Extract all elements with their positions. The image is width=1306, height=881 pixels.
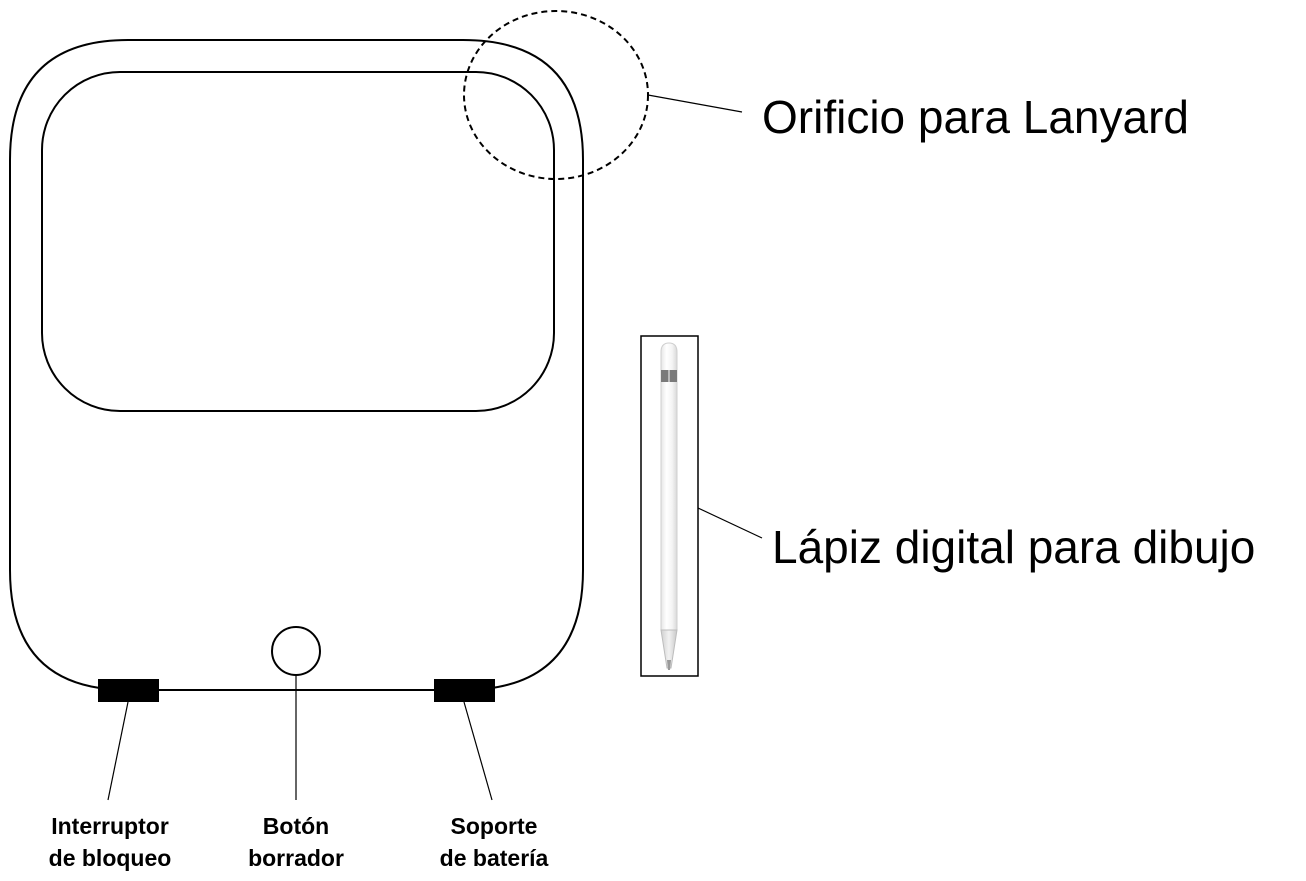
battery-holder-label-line2: de batería: [440, 845, 549, 871]
stylus-leader-line: [697, 507, 763, 539]
erase-button-label-line2: borrador: [248, 845, 344, 871]
lanyard-leader-line: [647, 94, 743, 113]
stylus-pen-image: [660, 342, 678, 670]
erase-button-label-line1: Botón: [263, 813, 329, 839]
stylus-label: Lápiz digital para dibujo: [772, 521, 1255, 573]
battery-holder-label-line1: Soporte: [451, 813, 538, 839]
lanyard-hole-label: Orificio para Lanyard: [762, 91, 1189, 143]
lock-switch-leader-line: [107, 701, 129, 801]
lock-switch-label-line2: de bloqueo: [49, 845, 172, 871]
battery-holder-leader-line: [463, 701, 493, 801]
tablet-screen: [41, 71, 555, 412]
battery-holder-block: [434, 679, 495, 702]
erase-button-circle: [271, 626, 321, 676]
lock-switch-block: [98, 679, 159, 702]
lock-switch-label-line1: Interruptor: [51, 813, 169, 839]
